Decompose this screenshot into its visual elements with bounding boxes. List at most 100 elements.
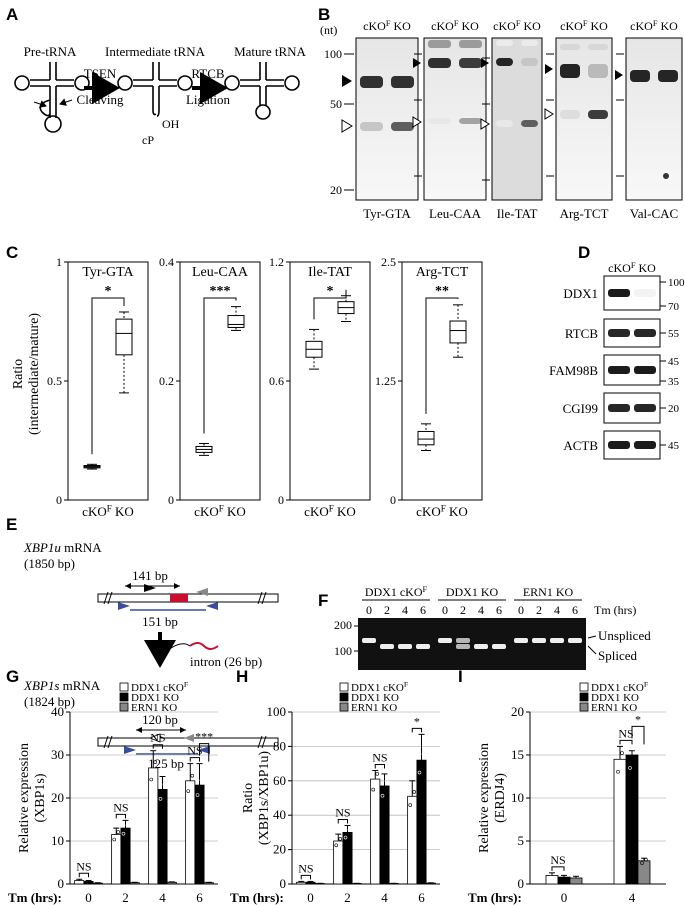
annot-bracket-1-0: [300, 874, 311, 880]
bar-xtick-0-3: 6: [196, 890, 203, 905]
bar-0-1-1: [120, 827, 131, 885]
amplicon-141-label: 141 bp: [132, 568, 168, 583]
panel-label-d: D: [578, 243, 590, 262]
datapoint-b-1-1-1: [347, 828, 352, 832]
blot-membrane-0: [355, 37, 419, 201]
gel-band-spliced-0-2: [398, 644, 412, 649]
annot-bracket2-2-1: [631, 725, 645, 745]
western-band-0-1: [634, 289, 656, 297]
western-label-2: FAM98B: [549, 363, 598, 378]
boxplot-title-2: Ile-TAT: [308, 265, 352, 280]
bar-xlabel-0: Tm (hrs):: [8, 890, 62, 905]
blot-band-intermediate-1-0: [428, 118, 451, 124]
blot-membrane-4: [625, 37, 683, 201]
panel-c-ylabel-line2: (intermediate/mature): [27, 313, 42, 435]
datapoint-a-0-1-0: [112, 837, 117, 842]
annot-2-2: *: [635, 712, 641, 726]
gel-lane-0-3: 6: [420, 603, 426, 617]
panel-e-diagram: XBP1u mRNA (1850 bp) 141 bp 151 bp intro…: [23, 540, 279, 771]
western-marker-3-0: 20: [668, 403, 680, 415]
boxplot-ytick-label-3-2: 2.5: [381, 255, 396, 269]
datapoint-b-0-2-0: [153, 760, 158, 764]
gel-lane-2-0: 0: [518, 603, 524, 617]
bar-xtick-0-2: 4: [159, 890, 166, 905]
sig-bracket-1: [203, 297, 237, 434]
annot-1-2: NS: [372, 750, 387, 764]
blot-band-upper-2-1: [521, 40, 538, 46]
sig-stars-1: ***: [210, 284, 231, 299]
primer-blue-left-s: [124, 746, 136, 754]
legend-swatch-2-2: [579, 702, 589, 712]
western-band-1-1: [634, 329, 656, 337]
bar-xtick-1-2: 4: [381, 890, 388, 905]
xbp1u-title: XBP1u mRNA: [23, 540, 102, 555]
datapoint-b-0-1-0: [116, 830, 121, 834]
western-band-1-0: [608, 329, 630, 337]
datapoint-a-2-1-1: [628, 766, 632, 770]
gel-pointer-unspliced: [587, 635, 597, 639]
primer-reverse-u: [196, 588, 208, 596]
gel-group-2: ERN1 KO: [523, 585, 574, 599]
bar-0-2-2: [166, 881, 177, 885]
blot-band-upper-1-1: [459, 40, 482, 48]
legend-label-0-1: DDX1 KO: [131, 692, 179, 704]
boxplot-ytick-label-2-1: 0.6: [269, 374, 284, 388]
datapoint-a-1-3-1: [417, 770, 422, 775]
stage-intermediate-trna: Intermediate tRNA: [105, 44, 206, 59]
bar-2-1-0: [613, 758, 627, 885]
amplicon-120-heads: [136, 727, 186, 733]
bar-2-0-1: [557, 876, 571, 885]
blot-band-mature-0-0: [360, 76, 383, 88]
bar-ylabel2-1: (XBP1s/XBP1u): [257, 751, 272, 845]
blot-band-mature-3-0: [560, 64, 580, 78]
gel-group-0: DDX1 cKOF: [365, 585, 428, 599]
gel-marker-100: 100: [334, 644, 352, 658]
western-band-3-0: [608, 404, 630, 412]
xbp1u-mrna-bar: [97, 591, 279, 605]
blot-band-intermediate-2-1: [521, 120, 538, 127]
annot-bracket-1-2: [374, 763, 385, 769]
blot-band-mature-1-1: [459, 58, 482, 68]
boxplot-ytick-label-3-0: 0: [390, 493, 396, 507]
stage-mature-trna: Mature tRNA: [234, 44, 306, 59]
gel-lane-2-2: 4: [554, 603, 560, 617]
western-band-2-1: [634, 366, 656, 374]
datapoint-b-2-1-2: [644, 857, 648, 862]
bar-0-3-2: [203, 882, 214, 885]
boxplot-ytick-label-2-0: 0: [278, 493, 284, 507]
annot-bracket-0-3: [189, 757, 200, 762]
ytick-label-2-0: 0: [518, 876, 525, 891]
blot-band-intermediate-3-0: [560, 110, 580, 119]
annot-1-1: NS: [335, 806, 350, 820]
annot-0-1: NS: [113, 800, 128, 814]
boxplot-ytick-label-1-1: 0.2: [159, 374, 174, 388]
datapoint-b-1-2-0: [375, 772, 380, 776]
blot-lane-header-4: cKOF KO: [630, 19, 678, 33]
intron-squiggle: [189, 642, 219, 650]
bar-xlabel-1: Tm (hrs):: [230, 890, 284, 905]
annot-bracket-0-1: [115, 813, 126, 819]
panel-label-b: B: [318, 5, 330, 24]
datapoint-a-1-2-1: [380, 793, 385, 798]
annot-2-0: NS: [550, 853, 565, 867]
legend-swatch-2-1: [579, 692, 589, 702]
datapoint-a-1-3-0: [408, 803, 413, 807]
western-marker-4-0: 45: [668, 440, 680, 452]
datapoint-a-0-2-1: [158, 797, 163, 801]
gel-band-unspliced-2-1: [532, 638, 546, 643]
boxplot-ytick-label-3-1: 1.25: [375, 374, 396, 388]
blot-band-mature-0-1: [391, 76, 414, 88]
blot-band-upper-0-1: [391, 48, 414, 54]
bar-0-1-2: [129, 882, 140, 885]
bar-ylabel2-2: (ERDJ4): [493, 773, 508, 823]
oh-label: OH: [162, 117, 180, 131]
boxplot-ytick-label-0-0: 0: [56, 493, 62, 507]
datapoint-b-2-1-0: [620, 751, 624, 755]
annot-bracket2-0-3: [199, 743, 210, 762]
legend-label-1-2: ERN1 KO: [351, 702, 397, 714]
boxplot-xlabel-0: cKOF KO: [82, 503, 134, 519]
amplicon-125-label: 125 bp: [148, 756, 184, 771]
intermediate-arrowhead-3: [544, 108, 554, 120]
nt-unit-label: (nt): [320, 23, 337, 37]
stage-pre-trna: Pre-tRNA: [24, 44, 77, 59]
